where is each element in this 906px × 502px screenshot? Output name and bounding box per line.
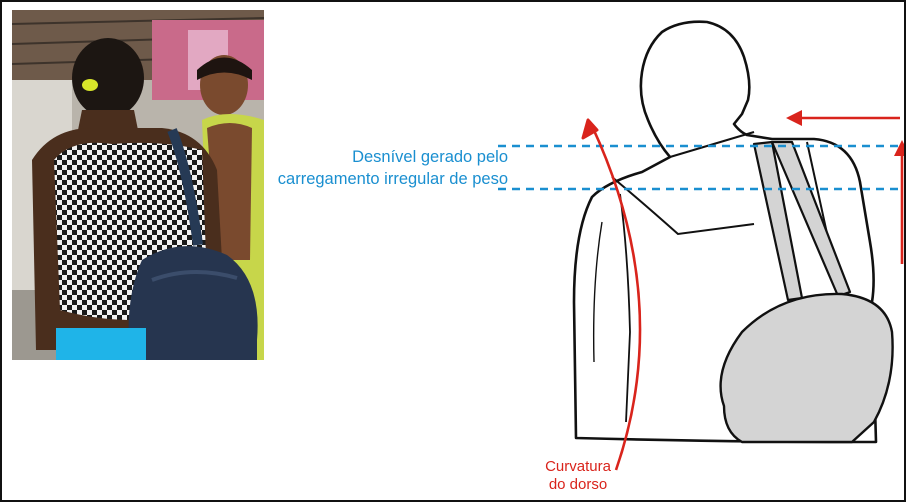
spine-curvature-label: Curvatura do dorso [528, 458, 628, 494]
level-difference-label: Desnível gerado pelo carregamento irregu… [264, 146, 508, 190]
level-difference-label-line2: carregamento irregular de peso [264, 168, 508, 190]
spine-curvature-label-line1: Curvatura [528, 458, 628, 476]
level-difference-label-line1: Desnível gerado pelo [264, 146, 508, 168]
spine-curvature-label-line2: do dorso [528, 476, 628, 494]
